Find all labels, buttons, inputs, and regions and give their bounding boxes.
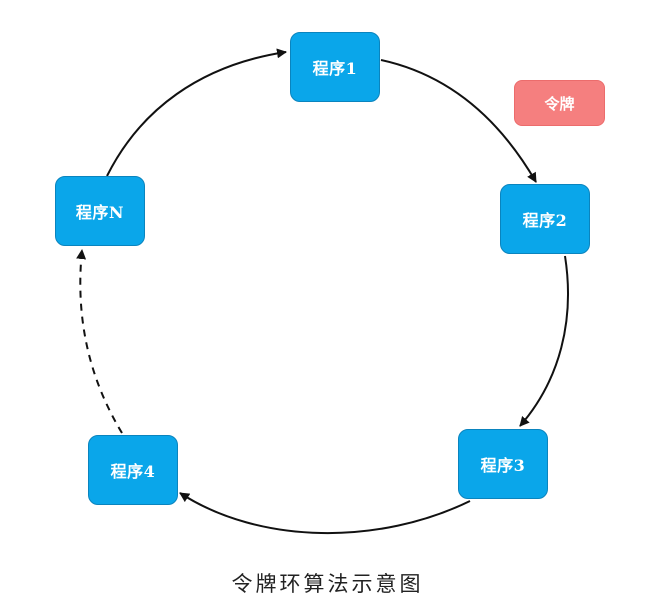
node-program-n: 程序N <box>55 176 145 246</box>
token-label: 令牌 <box>544 94 575 113</box>
edge-2-to-3 <box>519 255 569 427</box>
node-program-2-label: 程序2 <box>522 211 568 230</box>
node-program-1-label: 程序1 <box>312 59 358 78</box>
diagram-caption: 令牌环算法示意图 <box>231 572 424 596</box>
node-program-3-label: 程序3 <box>480 456 526 475</box>
node-program-3: 程序3 <box>458 429 548 499</box>
edge-1-to-2 <box>380 59 537 183</box>
node-program-n-label: 程序N <box>75 203 125 222</box>
edge-n-to-1 <box>106 48 287 177</box>
node-program-4-label: 程序4 <box>110 462 156 481</box>
node-program-1: 程序1 <box>290 32 380 102</box>
node-program-2: 程序2 <box>500 184 590 254</box>
token-box: 令牌 <box>514 80 605 126</box>
edge-3-to-4 <box>179 492 471 534</box>
edge-4-to-n-dashed <box>76 249 123 434</box>
node-program-4: 程序4 <box>88 435 178 505</box>
